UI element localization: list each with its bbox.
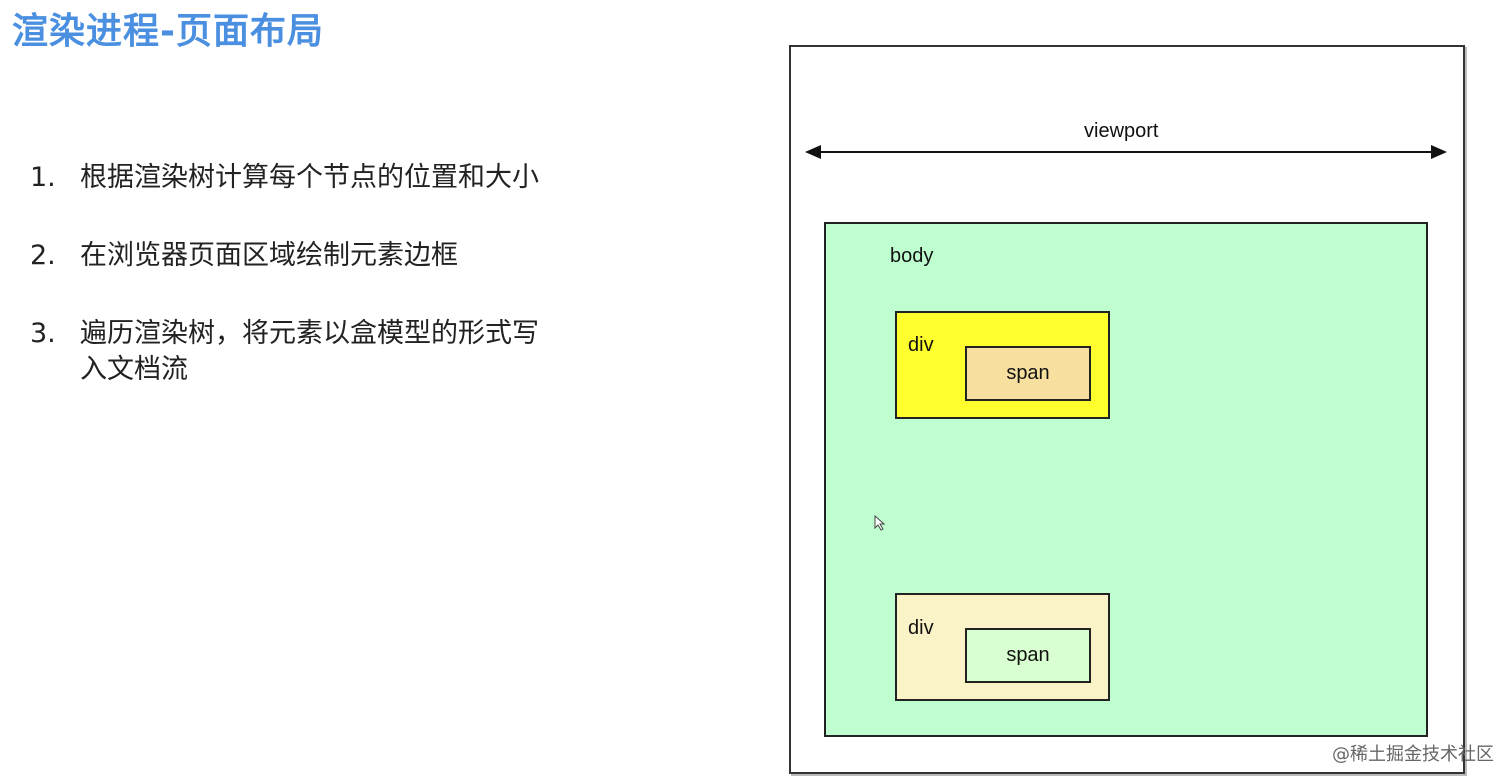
mouse-cursor-icon xyxy=(874,515,886,531)
list-item-number: 2. xyxy=(30,240,56,271)
slide-title: 渲染进程-页面布局 xyxy=(12,11,324,52)
watermark: @稀土掘金技术社区 xyxy=(1332,744,1494,765)
span-box-2: span xyxy=(965,628,1091,683)
list-item-text: 在浏览器页面区域绘制元素边框 xyxy=(80,240,458,271)
body-label: body xyxy=(890,245,934,267)
viewport-label: viewport xyxy=(1084,120,1159,142)
bullet-list: 1. 根据渲染树计算每个节点的位置和大小 2. 在浏览器页面区域绘制元素边框 3… xyxy=(30,160,590,430)
list-item-number: 3. xyxy=(30,318,56,349)
list-item: 2. 在浏览器页面区域绘制元素边框 xyxy=(30,238,590,274)
list-item-text: 遍历渲染树，将元素以盒模型的形式写入文档流 xyxy=(80,318,539,385)
list-item: 1. 根据渲染树计算每个节点的位置和大小 xyxy=(30,160,590,196)
viewport-width-arrow xyxy=(805,145,1447,159)
list-item: 3. 遍历渲染树，将元素以盒模型的形式写入文档流 xyxy=(30,316,590,388)
list-item-text: 根据渲染树计算每个节点的位置和大小 xyxy=(80,162,539,193)
div-label-2: div xyxy=(908,617,934,639)
span-box-1: span xyxy=(965,346,1091,401)
div-label-1: div xyxy=(908,334,934,356)
list-item-number: 1. xyxy=(30,162,56,193)
